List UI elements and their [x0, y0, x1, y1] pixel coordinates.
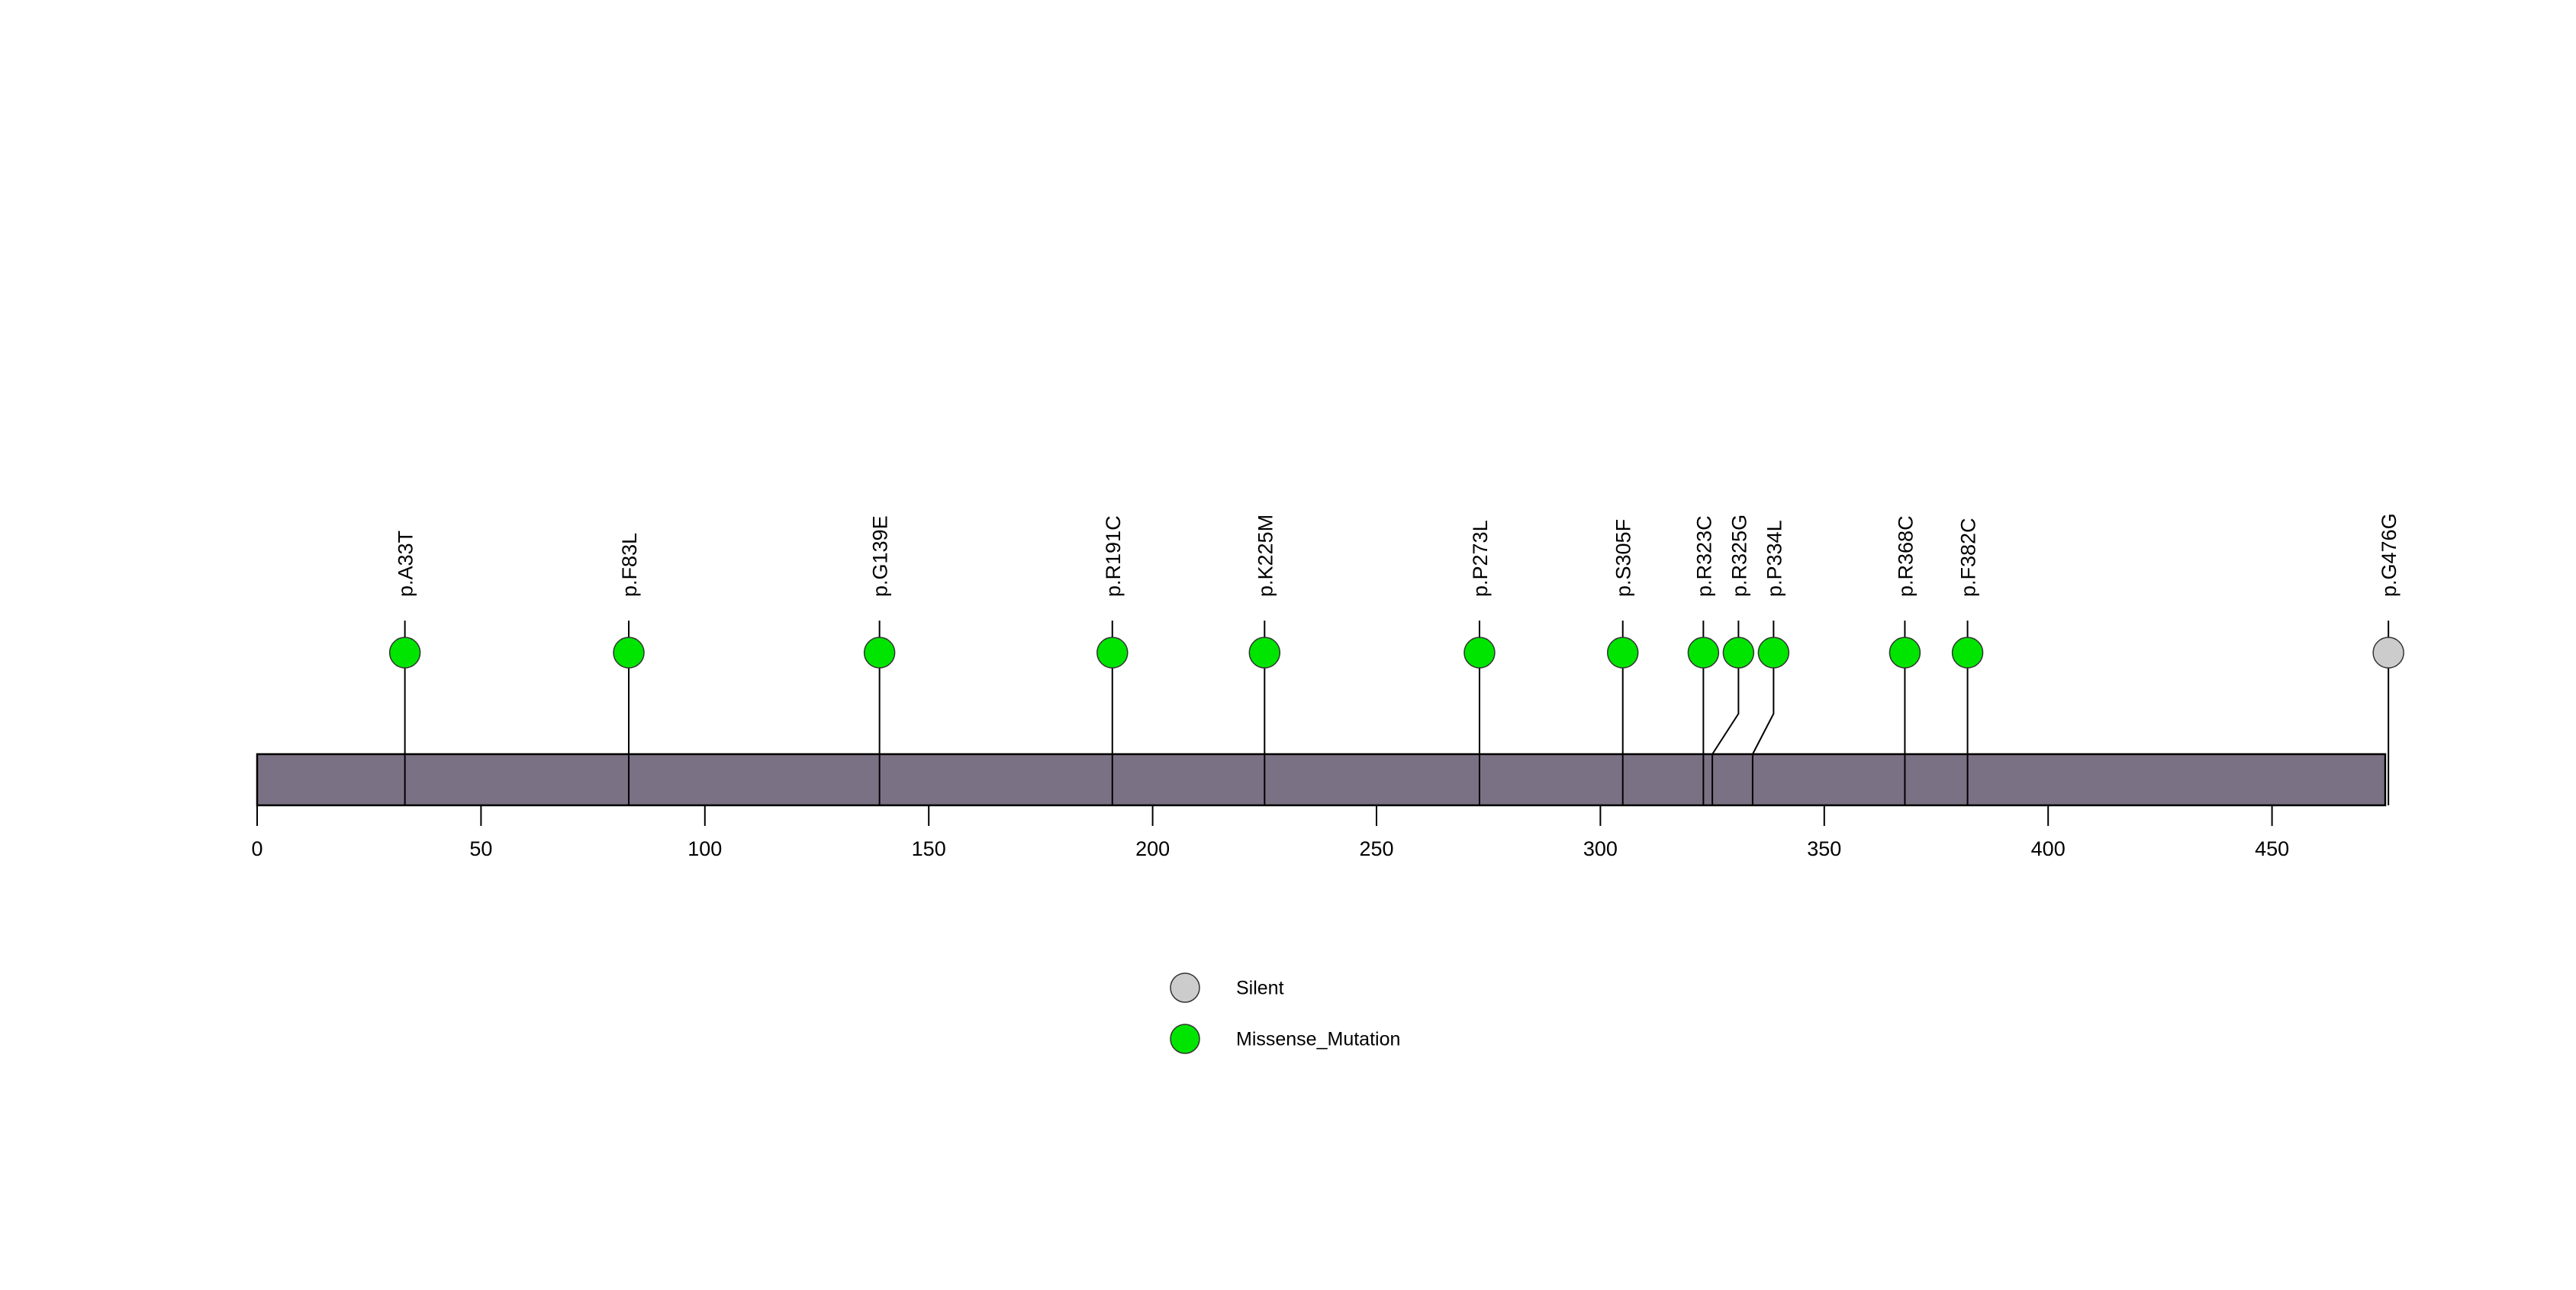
mutation-label: p.G139E: [869, 515, 892, 597]
mutation-label: p.A33T: [394, 531, 417, 597]
mutation-label: p.R325G: [1728, 514, 1750, 597]
mutation-label: p.R368C: [1894, 515, 1917, 597]
x-axis-tick-label: 250: [1359, 837, 1393, 860]
lollipop-marker[interactable]: p.K225M: [1248, 637, 1281, 669]
x-axis-tick-label: 0: [251, 837, 262, 860]
lollipop-marker[interactable]: p.R323C: [1687, 637, 1720, 669]
lollipop-marker[interactable]: p.R191C: [1096, 637, 1129, 669]
x-axis-tick-label: 300: [1583, 837, 1618, 860]
legend-marker[interactable]: [1170, 1024, 1200, 1054]
mutation-label: p.R191C: [1102, 515, 1125, 597]
x-axis-tick-label: 450: [2255, 837, 2289, 860]
x-axis-tick-label: 200: [1135, 837, 1170, 860]
mutation-label: p.R323C: [1692, 515, 1715, 597]
mutation-label: p.F382C: [1957, 518, 1980, 597]
lollipop-markers-group: p.A33T p.F83L p.G139E p.R191C p.K225M p.P273L…: [388, 637, 2404, 669]
lollipop-marker[interactable]: p.R368C: [1889, 637, 1921, 669]
legend-label: Missense_Mutation: [1236, 1029, 1400, 1050]
protein-backbone-rect: [256, 753, 2387, 807]
x-axis-tick-label: 50: [469, 837, 492, 860]
mutation-label: p.G476G: [2378, 513, 2401, 597]
x-axis-tick-label: 100: [687, 837, 722, 860]
x-axis-tick-label: 350: [1807, 837, 1841, 860]
lollipop-marker[interactable]: p.G476G: [2372, 637, 2404, 669]
lollipop-marker[interactable]: p.F382C: [1951, 637, 1984, 669]
protein-backbone-track: [256, 753, 2387, 807]
lollipop-marker[interactable]: p.R325G: [1722, 637, 1755, 669]
x-axis-tick-label: 400: [2031, 837, 2066, 860]
mutation-label: p.K225M: [1254, 514, 1277, 597]
mutation-label: p.F83L: [618, 533, 641, 597]
x-axis-group: 0 50 100 150 200 250 300 350 400 450: [251, 805, 2385, 860]
mutation-label: p.P334L: [1763, 520, 1785, 597]
x-axis-tick-label: 150: [912, 837, 946, 860]
lollipop-marker[interactable]: p.S305F: [1606, 637, 1639, 669]
mutation-label: p.S305F: [1612, 519, 1635, 597]
lollipop-marker[interactable]: p.A33T: [388, 637, 421, 669]
mutation-label: p.P273L: [1469, 520, 1492, 597]
lollipop-marker[interactable]: p.P273L: [1463, 637, 1496, 669]
lollipop-marker[interactable]: p.G139E: [863, 637, 896, 669]
lollipop-marker[interactable]: p.F83L: [613, 637, 645, 669]
lollipop-marker[interactable]: p.P334L: [1757, 637, 1790, 669]
legend-marker[interactable]: [1170, 972, 1200, 1003]
legend-label: Silent: [1236, 978, 1284, 999]
mutation-labels-group: p.A33T p.F83L p.G139E p.R191C p.K225M p.P273L…: [394, 513, 2401, 597]
